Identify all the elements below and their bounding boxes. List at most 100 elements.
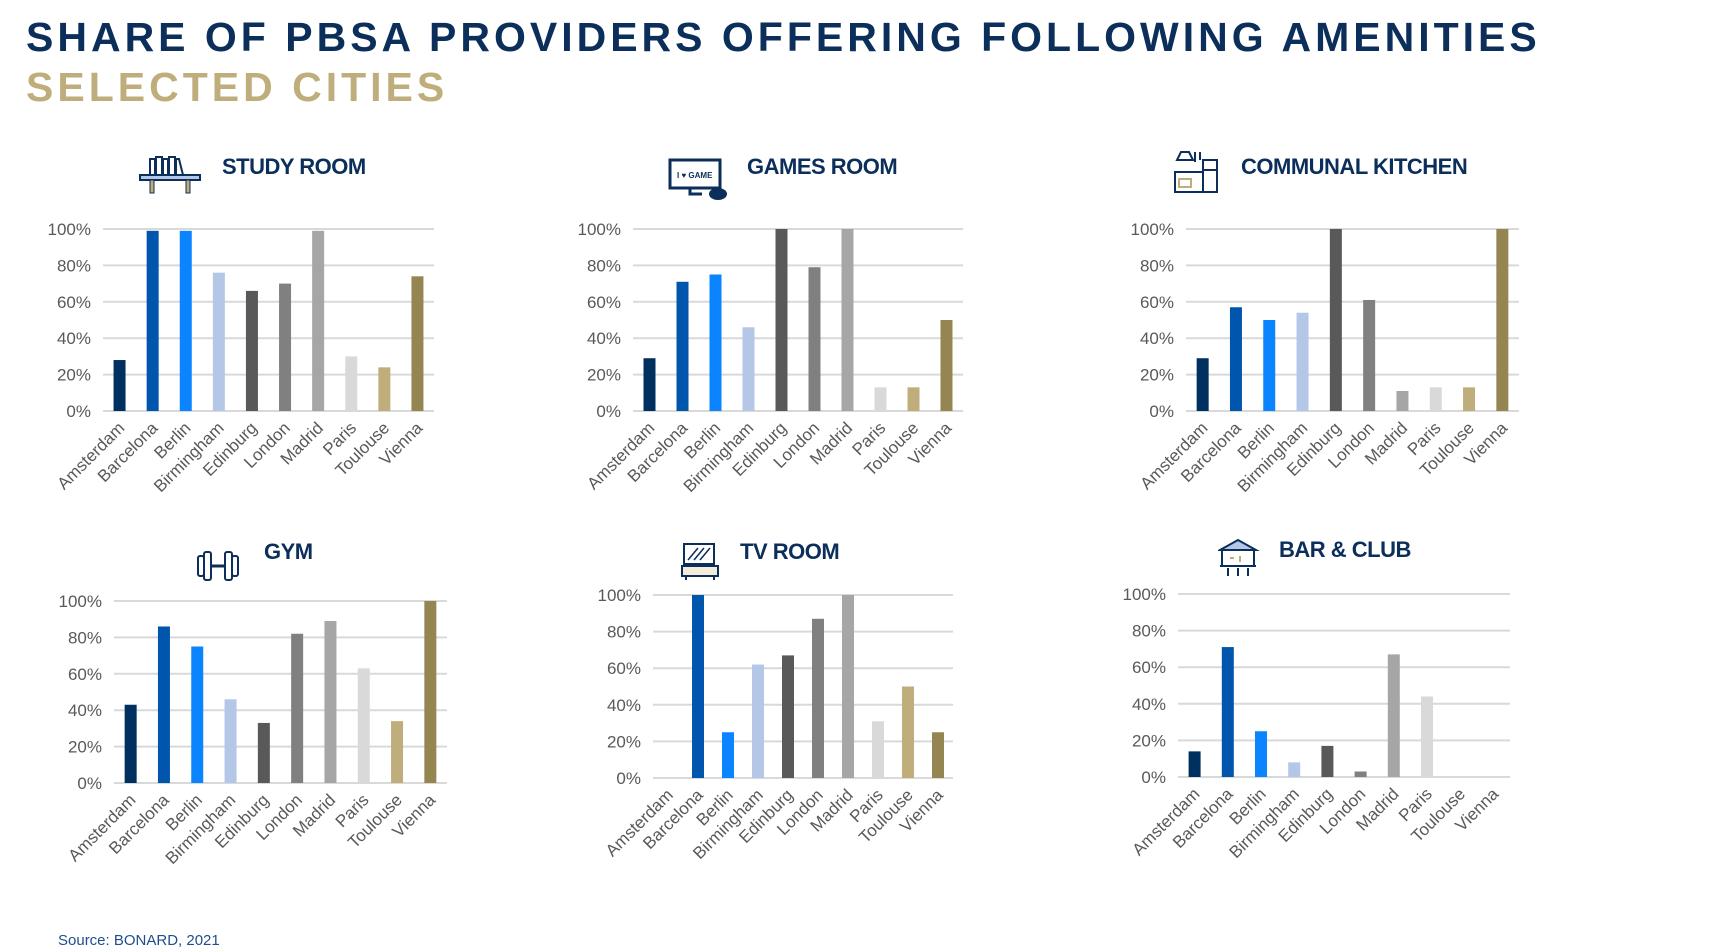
bar-berlin [1263, 320, 1276, 411]
bar-madrid [1387, 654, 1400, 777]
bar-edinburg [1329, 229, 1342, 411]
bar-paris [357, 668, 370, 783]
tv-room-chart: 0%20%40%60%80%100%AmsterdamBarcelonaBerl… [598, 586, 953, 863]
bar-london [812, 618, 824, 778]
y-tick-label: 0% [77, 774, 102, 793]
bar-birmingham [1288, 762, 1301, 777]
bar-vienna [424, 601, 437, 783]
y-tick-label: 0% [1149, 402, 1174, 421]
y-tick-label: 100% [598, 586, 641, 605]
y-tick-label: 0% [66, 402, 91, 421]
bar-edinburg [245, 290, 258, 411]
y-tick-label: 80% [1132, 622, 1166, 641]
y-tick-label: 100% [59, 592, 102, 611]
bar-berlin [709, 274, 722, 411]
bar-paris [1429, 387, 1442, 411]
bar-paris [345, 356, 358, 411]
bar-london [1354, 771, 1367, 777]
kitchen-icon [1174, 151, 1218, 193]
bar-madrid [312, 230, 325, 411]
y-tick-label: 60% [1140, 293, 1174, 312]
gym-chart-title: GYM [264, 539, 313, 564]
bar-london [808, 267, 821, 411]
bar-toulouse [902, 686, 914, 778]
bar-berlin [722, 732, 734, 778]
bar-edinburg [782, 655, 794, 778]
y-tick-label: 40% [68, 701, 102, 720]
y-tick-label: 80% [57, 256, 91, 275]
y-tick-label: 100% [1131, 220, 1174, 239]
y-tick-label: 0% [1141, 768, 1166, 787]
bar-amsterdam [643, 358, 656, 411]
communal-kitchen-chart-title: COMMUNAL KITCHEN [1241, 154, 1468, 179]
bar-madrid [842, 595, 854, 778]
bar-toulouse [907, 387, 920, 411]
bar-vienna [411, 276, 424, 411]
bar-birmingham [742, 327, 755, 411]
study-room-chart-title: STUDY ROOM [222, 154, 366, 179]
y-tick-label: 60% [587, 293, 621, 312]
bar-barcelona [676, 281, 689, 411]
svg-text:I ♥ GAME: I ♥ GAME [677, 171, 713, 180]
bar-paris [874, 387, 887, 411]
bar-club-chart: 0%20%40%60%80%100%AmsterdamBarcelonaBerl… [1123, 585, 1510, 862]
bar-toulouse [1463, 387, 1476, 411]
y-tick-label: 100% [1123, 585, 1166, 604]
bar-club-chart-title: BAR & CLUB [1279, 537, 1411, 562]
y-tick-label: 100% [578, 220, 621, 239]
dumbbell-icon [197, 551, 239, 581]
bar-vienna [932, 732, 944, 778]
tv-icon [681, 543, 719, 580]
bar-birmingham [752, 664, 764, 778]
games-room-chart-title: GAMES ROOM [747, 154, 898, 179]
y-tick-label: 20% [57, 366, 91, 385]
y-tick-label: 40% [607, 696, 641, 715]
bar-amsterdam [1196, 358, 1209, 411]
y-tick-label: 20% [1140, 366, 1174, 385]
y-tick-label: 40% [1140, 329, 1174, 348]
y-tick-label: 40% [587, 329, 621, 348]
bar-edinburg [775, 229, 788, 411]
bar-berlin [191, 646, 204, 783]
y-tick-label: 20% [68, 738, 102, 757]
y-tick-label: 60% [57, 293, 91, 312]
page-subtitle: SELECTED CITIES [26, 64, 449, 110]
bar-amsterdam [1188, 751, 1201, 777]
bar-madrid [1396, 390, 1409, 411]
bar-madrid [324, 621, 337, 783]
communal-kitchen-chart: 0%20%40%60%80%100%AmsterdamBarcelonaBerl… [1131, 220, 1519, 496]
y-tick-label: 80% [1140, 256, 1174, 275]
bar-barcelona [692, 595, 704, 778]
y-tick-label: 60% [607, 659, 641, 678]
gym-chart: 0%20%40%60%80%100%AmsterdamBarcelonaBerl… [59, 592, 447, 868]
y-tick-label: 0% [596, 402, 621, 421]
bar-paris [1421, 696, 1433, 777]
tv-room-chart-title: TV ROOM [740, 539, 840, 564]
bar-vienna [1496, 229, 1509, 411]
bar-toulouse [378, 367, 391, 411]
page-title: SHARE OF PBSA PROVIDERS OFFERING FOLLOWI… [26, 14, 1541, 60]
bar-vienna [940, 320, 953, 411]
bar-amsterdam [113, 360, 126, 411]
bar-madrid [841, 229, 854, 411]
y-tick-label: 20% [1132, 731, 1166, 750]
y-tick-label: 60% [1132, 658, 1166, 677]
bar-london [1363, 299, 1376, 411]
bar-edinburg [1321, 745, 1334, 777]
y-tick-label: 20% [587, 366, 621, 385]
y-tick-label: 80% [607, 623, 641, 642]
study-room-chart: 0%20%40%60%80%100%AmsterdamBarcelonaBerl… [48, 220, 434, 496]
y-tick-label: 20% [607, 732, 641, 751]
game-monitor-icon: I ♥ GAME [668, 158, 727, 200]
games-room-chart: 0%20%40%60%80%100%AmsterdamBarcelonaBerl… [578, 220, 963, 496]
bar-london [279, 283, 292, 411]
bookshelf-icon [139, 156, 201, 194]
bar-paris [872, 721, 884, 778]
y-tick-label: 60% [68, 665, 102, 684]
bar-barcelona [157, 626, 170, 783]
bar-edinburg [257, 722, 270, 783]
y-tick-label: 0% [616, 769, 641, 788]
bar-icon [1218, 538, 1260, 576]
bar-birmingham [1296, 312, 1309, 411]
bar-birmingham [224, 699, 237, 783]
